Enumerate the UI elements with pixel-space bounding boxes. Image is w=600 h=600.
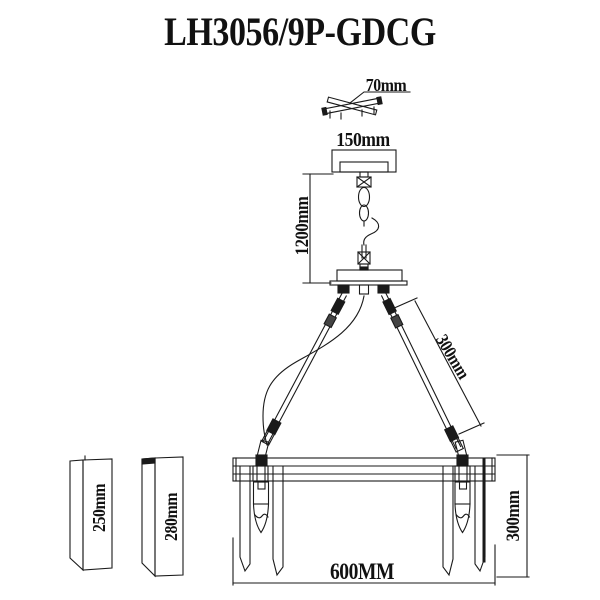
dim-label-center-panel-height: 280mm [161,493,181,541]
body-height-dim [496,454,530,578]
page-title: LH3056/9P-GDCG [164,9,436,54]
right-bulb-drawing [454,503,471,534]
hub-drawing [329,266,408,295]
left-outer-panel [239,465,251,573]
power-cable-drawing [262,295,365,446]
left-bulb-socket [252,481,270,505]
right-lamp-unit-drawing [442,454,486,577]
body-width-dim [232,537,496,586]
dim-label-suspension-height: 1200mm [292,196,313,256]
dim-label-bracket-width: 70mm [365,75,407,95]
left-inner-panel [272,465,284,577]
dim-label-body-height: 300mm [503,490,524,542]
right-arm-drawing [380,292,465,453]
panel-280-drawing [141,456,184,578]
dim-label-canopy-width: 150mm [336,129,390,151]
ceiling-bracket-drawing [321,91,411,120]
left-arm-drawing [260,292,348,446]
right-inner-panel [442,465,454,577]
canopy-drawing [331,149,397,173]
lamp-body-drawing [232,457,496,482]
chain-drawing [356,171,380,271]
left-lamp-unit-drawing [239,454,284,577]
panel-250-drawing [69,455,113,572]
dim-label-side-panel-height: 250mm [89,484,109,532]
wire-curl [363,217,380,246]
right-bulb-socket [454,481,471,505]
dim-label-body-width: 600MM [329,559,395,584]
arm-length-dim [391,297,485,435]
bracket-leader-line [349,91,411,104]
left-bulb-drawing [252,503,270,534]
suspension-height-dim [302,173,334,284]
